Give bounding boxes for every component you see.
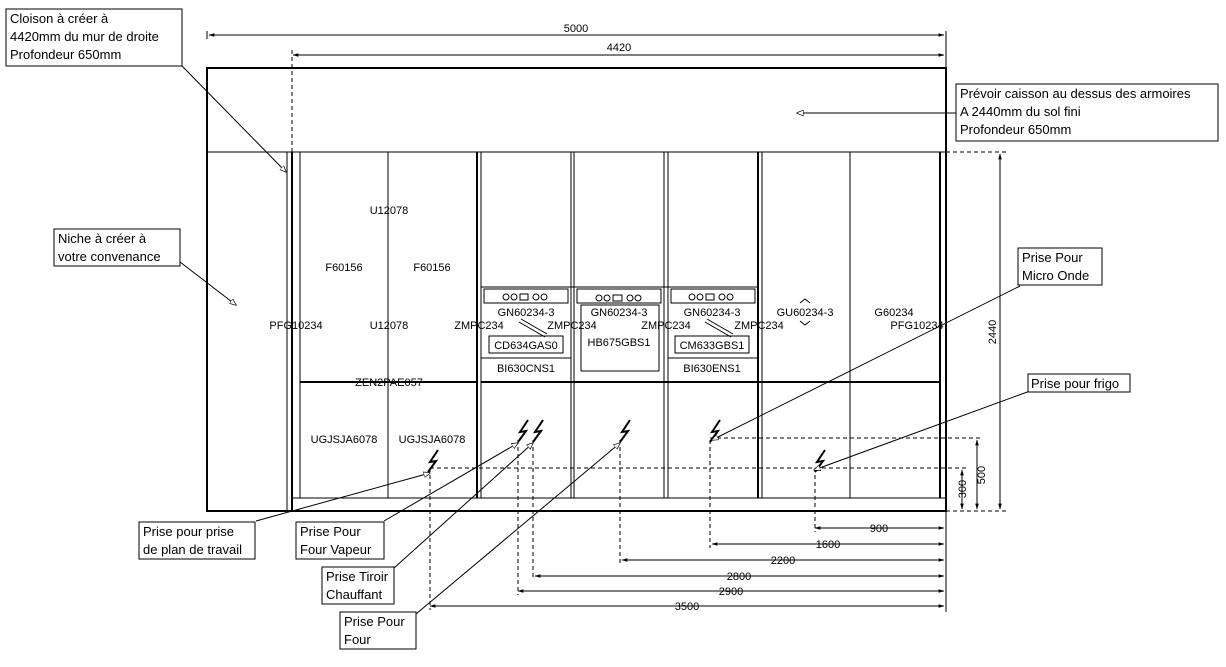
callout-caisson-line3: Profondeur 650mm xyxy=(960,122,1071,137)
label-zmpc-2: ZMPC234 xyxy=(547,320,597,332)
dim-2200: 2200 xyxy=(771,555,795,567)
callout-cloison-line1: Cloison à créer à xyxy=(10,11,109,26)
callout-tiroir-line1: Prise Tiroir xyxy=(326,569,389,584)
dimension-values: 5000 4420 2440 500 300 900 1600 2200 280… xyxy=(564,23,999,613)
callout-frigo: Prise pour frigo xyxy=(1027,373,1131,393)
label-cd634: CD634GAS0 xyxy=(494,340,558,352)
socket-symbols xyxy=(427,419,826,473)
callout-plan-travail-line1: Prise pour prise xyxy=(143,524,234,539)
label-u12078-top: U12078 xyxy=(370,205,409,217)
callout-niche-line1: Niche à créer à xyxy=(58,231,147,246)
wall-frame xyxy=(206,67,947,512)
callout-cloison-line2: 4420mm du mur de droite xyxy=(10,29,159,44)
label-pfg-left: PFG10234 xyxy=(269,320,322,332)
callout-caisson-line1: Prévoir caisson au dessus des armoires xyxy=(960,86,1191,101)
label-hb675: HB675GBS1 xyxy=(588,337,651,349)
callout-micro-onde-line1: Prise Pour xyxy=(1022,250,1083,265)
callout-four-vapeur: Prise Pour Four Vapeur xyxy=(295,521,385,560)
dim-500: 500 xyxy=(976,466,988,484)
label-f60156-b: F60156 xyxy=(413,262,450,274)
cabinet-columns xyxy=(299,152,940,498)
label-ugjs-1: UGJSJA6078 xyxy=(311,434,378,446)
callout-four: Prise Pour Four xyxy=(339,611,417,650)
callout-tiroir-line2: Chauffant xyxy=(326,587,383,602)
callout-niche: Niche à créer à votre convenance xyxy=(53,228,181,267)
callout-four-vapeur-line1: Prise Pour xyxy=(300,524,361,539)
callout-niche-line2: votre convenance xyxy=(58,249,161,264)
label-bi630c: BI630CNS1 xyxy=(497,363,555,375)
callout-four-line2: Four xyxy=(344,632,371,647)
label-g60234: G60234 xyxy=(874,307,913,319)
dim-4420: 4420 xyxy=(607,42,631,54)
callout-micro-onde: Prise Pour Micro Onde xyxy=(1017,247,1103,286)
socket-worktop xyxy=(427,449,439,473)
callout-tiroir: Prise Tiroir Chauffant xyxy=(321,566,395,605)
label-gn-2: GN60234-3 xyxy=(591,307,648,319)
dim-900: 900 xyxy=(870,523,888,535)
callout-caisson-line2: A 2440mm du sol fini xyxy=(960,104,1081,119)
hood-marks xyxy=(799,298,811,326)
callout-plan-travail: Prise pour prise de plan de travail xyxy=(138,521,256,560)
callout-four-line1: Prise Pour xyxy=(344,614,405,629)
callout-four-vapeur-line2: Four Vapeur xyxy=(300,542,372,557)
dim-300: 300 xyxy=(957,480,969,498)
label-gn-1: GN60234-3 xyxy=(498,307,555,319)
bottom-dimensions xyxy=(429,440,947,612)
label-cm633: CM633GBS1 xyxy=(680,340,745,352)
socket-warming-drawer xyxy=(532,419,544,443)
label-ugjs-2: UGJSJA6078 xyxy=(399,434,466,446)
label-zmpc-4: ZMPC234 xyxy=(734,320,784,332)
socket-steam-oven xyxy=(517,419,529,443)
label-u12078-mid: U12078 xyxy=(370,320,409,332)
dim-5000: 5000 xyxy=(564,23,588,35)
callout-frigo-line1: Prise pour frigo xyxy=(1031,376,1119,391)
cabinet-labels: U12078 F60156 F60156 PFG10234 U12078 ZMP… xyxy=(269,205,943,446)
label-gn-3: GN60234-3 xyxy=(684,307,741,319)
callout-cloison-line3: Profondeur 650mm xyxy=(10,47,121,62)
callout-cloison: Cloison à créer à 4420mm du mur de droit… xyxy=(5,8,183,67)
socket-oven xyxy=(619,419,631,443)
dim-1600: 1600 xyxy=(816,539,840,551)
label-zen: ZEN2PAE057 xyxy=(355,377,423,389)
label-zmpc-3: ZMPC234 xyxy=(641,320,691,332)
label-gu: GU60234-3 xyxy=(777,307,834,319)
dim-2900: 2900 xyxy=(719,586,743,598)
appliance-knobs xyxy=(502,293,734,338)
dim-2800: 2800 xyxy=(727,571,751,583)
right-dimensions xyxy=(430,151,1006,512)
top-dimensions xyxy=(206,31,947,152)
callout-plan-travail-line2: de plan de travail xyxy=(143,542,242,557)
label-pfg-right: PFG10234 xyxy=(890,320,943,332)
label-bi630e: BI630ENS1 xyxy=(683,363,740,375)
dim-3500: 3500 xyxy=(675,601,699,613)
callout-caisson: Prévoir caisson au dessus des armoires A… xyxy=(955,83,1219,142)
label-f60156-a: F60156 xyxy=(325,262,362,274)
label-zmpc-1: ZMPC234 xyxy=(454,320,504,332)
callout-micro-onde-line2: Micro Onde xyxy=(1022,268,1089,283)
dim-2440: 2440 xyxy=(987,320,999,344)
leader-lines xyxy=(179,65,1031,615)
